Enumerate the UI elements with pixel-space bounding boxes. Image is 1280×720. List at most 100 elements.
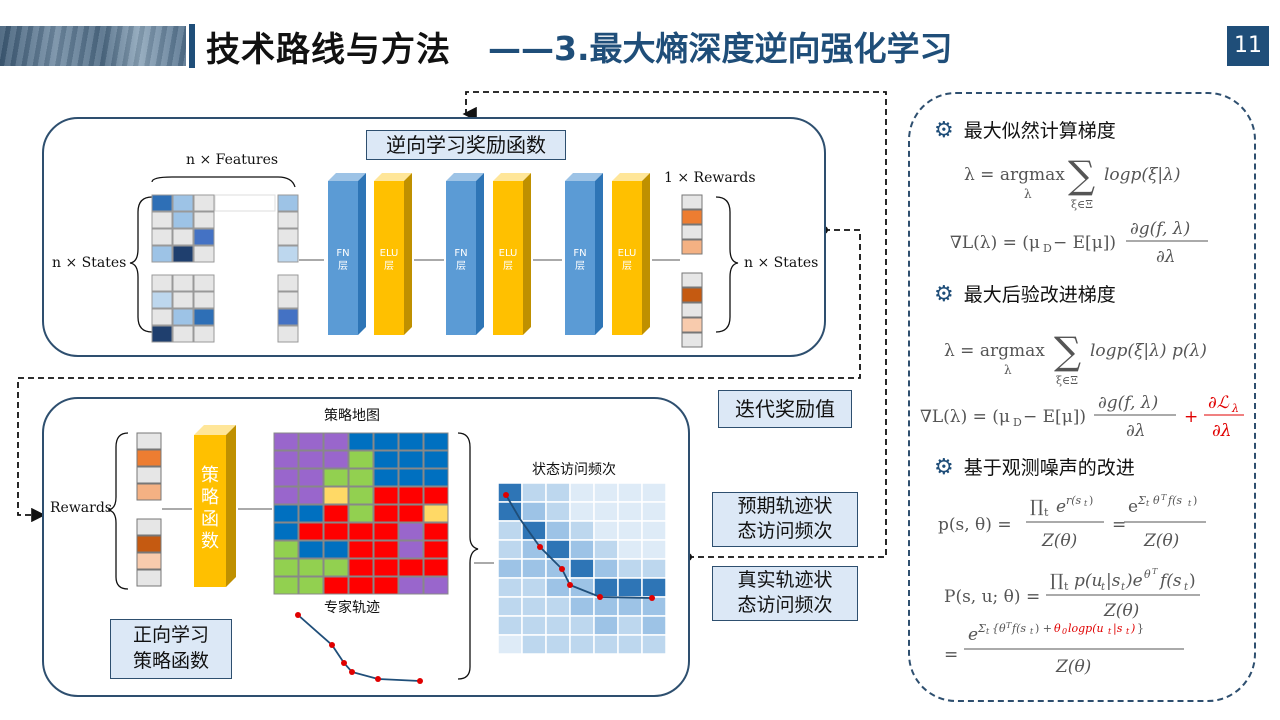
svg-text:t: t bbox=[1044, 506, 1049, 519]
svg-text:λ = argmax: λ = argmax bbox=[944, 341, 1045, 361]
svg-text:t: t bbox=[1184, 582, 1189, 593]
svg-text:T: T bbox=[1152, 567, 1158, 576]
svg-text:t: t bbox=[1146, 499, 1150, 508]
svg-text:t: t bbox=[1126, 627, 1130, 636]
svg-text:): ) bbox=[1089, 494, 1093, 507]
svg-text:) +: ) + bbox=[1035, 622, 1052, 635]
svg-text:∂ℒ: ∂ℒ bbox=[1208, 393, 1230, 413]
svg-text:D: D bbox=[1043, 242, 1052, 255]
svg-text:|s: |s bbox=[1113, 622, 1123, 636]
svg-text:∂λ: ∂λ bbox=[1212, 421, 1232, 441]
svg-text:|s: |s bbox=[1106, 571, 1121, 591]
reward-column-bottom bbox=[136, 432, 162, 587]
fn-layer-2 bbox=[446, 173, 484, 335]
svg-text:}: } bbox=[1137, 622, 1144, 635]
expert-trajectory-label: 专家轨迹 bbox=[324, 600, 380, 616]
feature-matrix bbox=[151, 194, 299, 343]
svg-text:Z(θ): Z(θ) bbox=[1103, 601, 1139, 621]
reward-column bbox=[681, 194, 703, 348]
page-number: 11 bbox=[1227, 26, 1269, 66]
page-subtitle: ——3.最大熵深度逆向强化学习 bbox=[488, 29, 953, 68]
svg-text:t: t bbox=[1121, 582, 1126, 593]
visit-frequency-title: 状态访问频次 bbox=[532, 462, 616, 478]
formula-panel bbox=[908, 92, 1256, 702]
svg-text:e: e bbox=[1056, 497, 1066, 517]
svg-text:): ) bbox=[1189, 571, 1196, 591]
svg-text:): ) bbox=[1130, 622, 1135, 635]
svg-text:λ: λ bbox=[1004, 363, 1012, 377]
svg-text:r(s: r(s bbox=[1066, 494, 1082, 507]
svg-text:θ: θ bbox=[1054, 622, 1061, 635]
reward-learning-label: 逆向学习奖励函数 bbox=[366, 130, 566, 160]
svg-text:t: t bbox=[1101, 582, 1106, 593]
svg-text:∑: ∑ bbox=[1054, 329, 1081, 373]
svg-text:e: e bbox=[968, 625, 978, 645]
svg-text:f(s: f(s bbox=[1167, 494, 1182, 507]
policy-function-block bbox=[194, 425, 236, 587]
header-accent-bar bbox=[189, 24, 195, 68]
svg-text:0: 0 bbox=[1062, 627, 1067, 636]
svg-text:− E[μ]): − E[μ]) bbox=[1053, 233, 1116, 253]
svg-text:=: = bbox=[944, 645, 958, 665]
page-title: 技术路线与方法 bbox=[206, 30, 451, 70]
svg-text:T: T bbox=[1161, 493, 1167, 502]
gear-icon: ⚙ bbox=[934, 282, 954, 307]
svg-text:t: t bbox=[1108, 627, 1112, 636]
forward-learning-diagram bbox=[107, 425, 667, 684]
network-diagram bbox=[129, 173, 739, 348]
fn-layer-3 bbox=[565, 173, 603, 335]
features-label: n × Features bbox=[186, 152, 279, 168]
policy-map-grid bbox=[273, 432, 449, 595]
svg-text:ξ∈Ξ: ξ∈Ξ bbox=[1056, 374, 1078, 387]
visit-trajectory-curve bbox=[503, 492, 655, 601]
network-layers bbox=[328, 173, 680, 335]
svg-text:∇L(λ) = (μ: ∇L(λ) = (μ bbox=[920, 407, 1010, 427]
policy-map-title: 策略地图 bbox=[324, 408, 380, 424]
svg-text:Z(θ): Z(θ) bbox=[1055, 657, 1091, 677]
svg-text:∂g(f, λ): ∂g(f, λ) bbox=[1098, 393, 1158, 413]
svg-text:λ = argmax: λ = argmax bbox=[964, 165, 1065, 185]
svg-text:)e: )e bbox=[1125, 571, 1143, 591]
svg-text:∂g(f, λ): ∂g(f, λ) bbox=[1130, 219, 1190, 239]
svg-text:P(s, u; θ) =: P(s, u; θ) = bbox=[944, 587, 1040, 607]
svg-text:Σ: Σ bbox=[1137, 494, 1146, 507]
expected-visit-label: 预期轨迹状 态访问频次 bbox=[712, 492, 858, 547]
svg-text:D: D bbox=[1013, 416, 1022, 429]
elu-layer-2 bbox=[493, 173, 531, 335]
svg-text:∂λ: ∂λ bbox=[1126, 421, 1146, 441]
section-map: ⚙最大后验改进梯度 bbox=[934, 282, 1116, 307]
svg-text:t: t bbox=[1064, 580, 1069, 593]
section-mle: ⚙最大似然计算梯度 bbox=[934, 118, 1116, 143]
section-noise: ⚙基于观测噪声的改进 bbox=[934, 455, 1135, 480]
rewards-label-bottom: Rewards bbox=[50, 500, 112, 516]
gear-icon: ⚙ bbox=[934, 118, 954, 143]
svg-text:ξ∈Ξ: ξ∈Ξ bbox=[1071, 198, 1093, 211]
rewards-label-top: 1 × Rewards bbox=[664, 170, 756, 186]
states-label-right: n × States bbox=[744, 255, 819, 271]
svg-text:T: T bbox=[1006, 621, 1012, 630]
header-photo bbox=[0, 26, 186, 66]
svg-text:t: t bbox=[986, 627, 990, 636]
svg-text:p(s, θ) =: p(s, θ) = bbox=[938, 515, 1012, 535]
svg-text:logp(ξ|λ): logp(ξ|λ) bbox=[1104, 165, 1181, 185]
svg-text:∂λ: ∂λ bbox=[1156, 247, 1176, 267]
svg-text:e: e bbox=[1128, 497, 1138, 517]
svg-text:Σ: Σ bbox=[977, 622, 986, 635]
svg-text:=: = bbox=[1112, 515, 1126, 535]
iterate-reward-label: 迭代奖励值 bbox=[718, 390, 852, 428]
elu-layer-1 bbox=[374, 173, 412, 335]
svg-text:λ: λ bbox=[1231, 402, 1239, 415]
expert-trajectory-curve bbox=[295, 612, 423, 684]
svg-text:{θ: {θ bbox=[992, 622, 1006, 635]
svg-text:− E[μ]): − E[μ]) bbox=[1023, 407, 1086, 427]
policy-function-label: 策 略 函 数 bbox=[201, 465, 219, 552]
states-label-left: n × States bbox=[52, 255, 127, 271]
svg-text:θ: θ bbox=[1153, 494, 1160, 507]
svg-text:): ) bbox=[1193, 494, 1197, 507]
svg-text:∇L(λ) = (μ: ∇L(λ) = (μ bbox=[950, 233, 1040, 253]
gear-icon: ⚙ bbox=[934, 455, 954, 480]
